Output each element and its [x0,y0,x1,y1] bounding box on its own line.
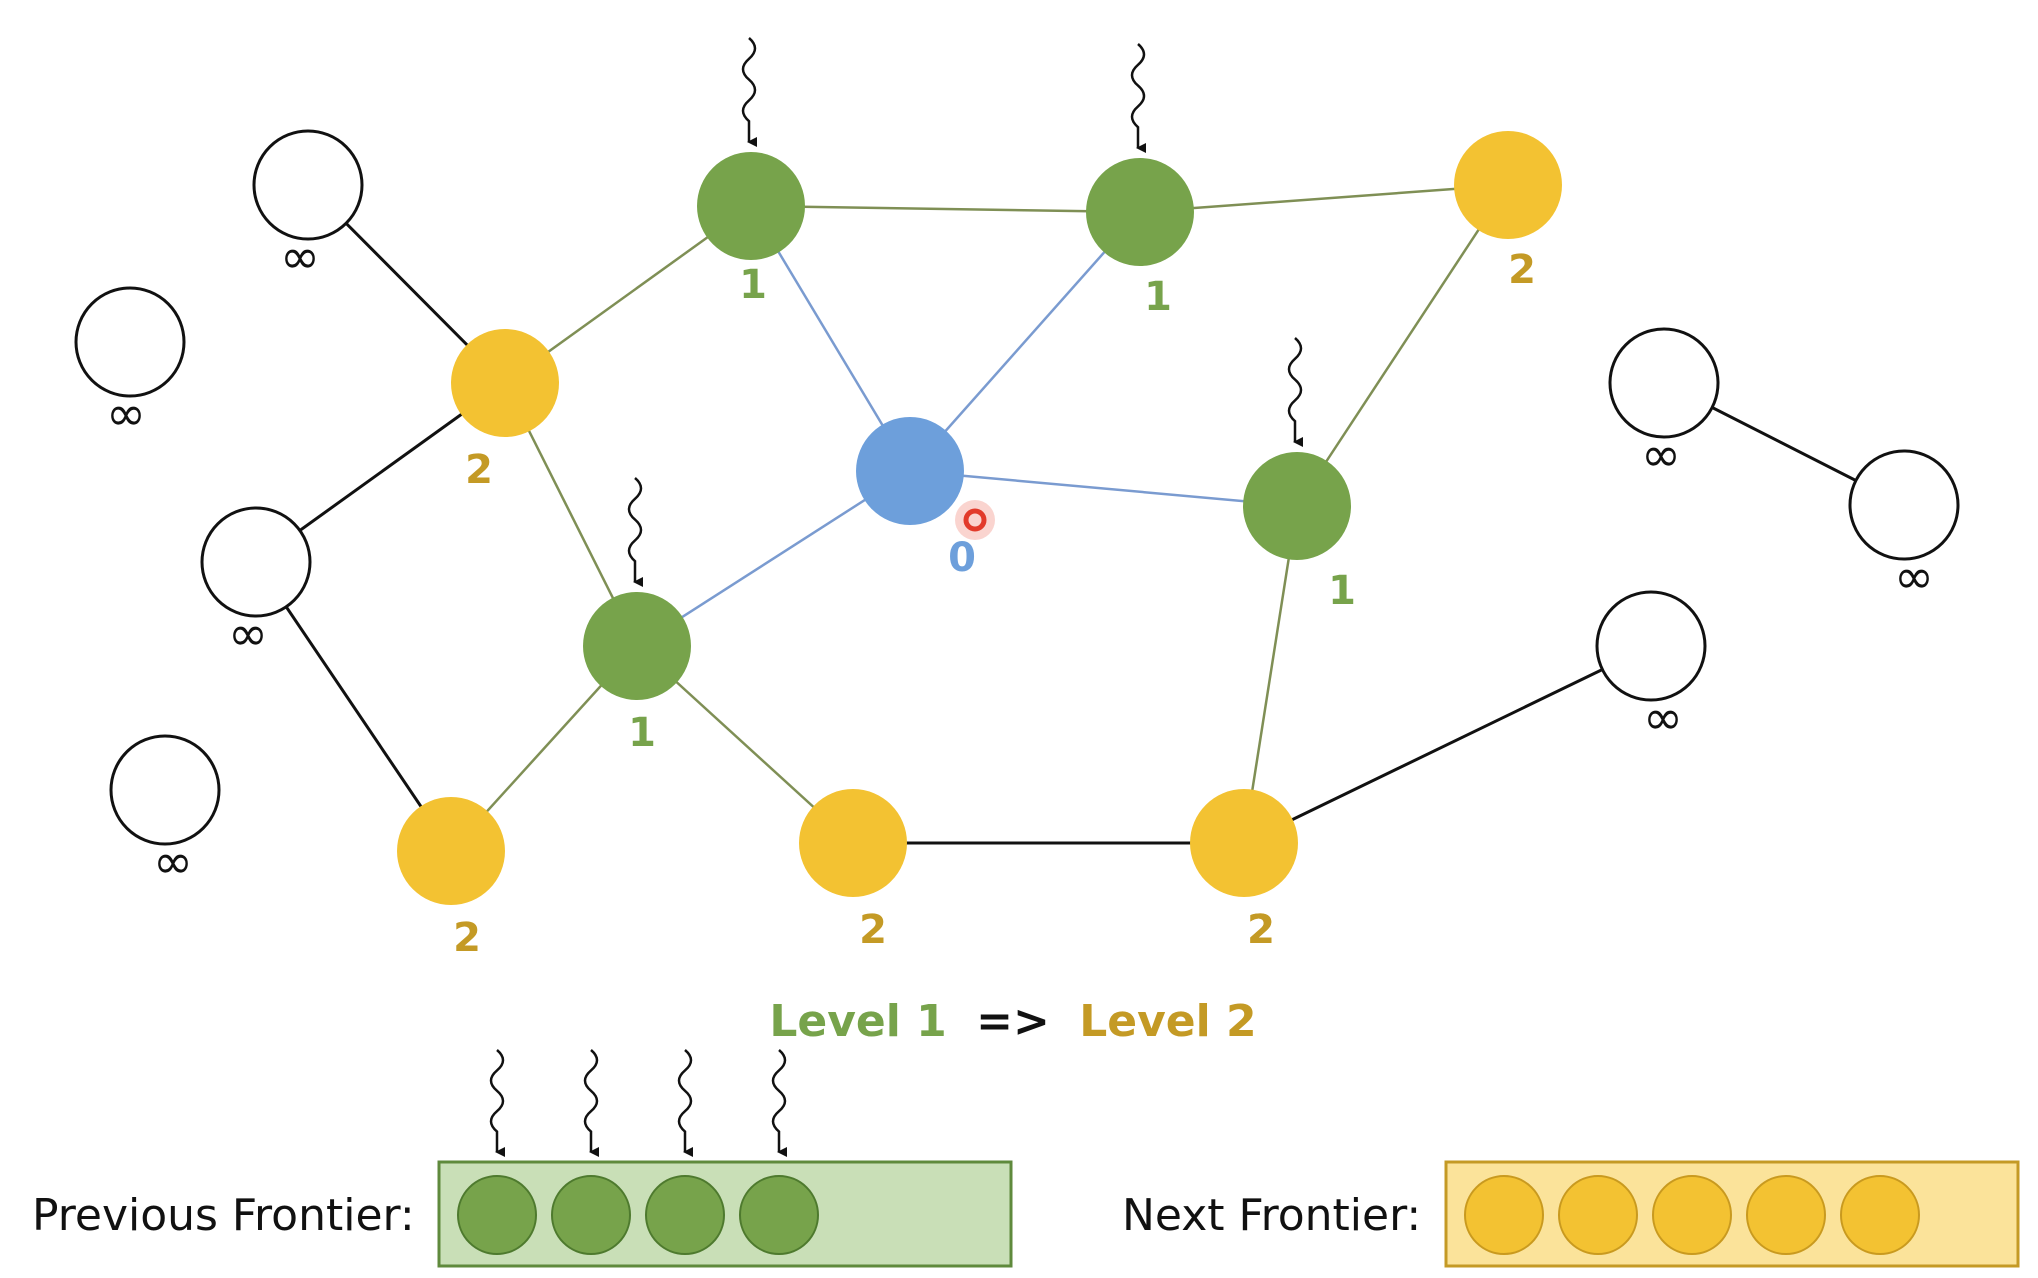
visit-arrow-f [741,37,757,147]
graph-node-e [451,329,559,437]
graph-node-d [109,734,221,846]
edge-m-o [1242,505,1299,844]
node-label-b: ∞ [106,386,146,442]
edge-m-l [909,469,1298,508]
visit-arrow-h [1130,43,1146,153]
visit-arrow-m [1287,337,1303,447]
graph-edges [254,183,1905,852]
legend-level1: Level 1 [769,996,946,1047]
node-label-o: 2 [1247,907,1275,953]
edge-g-m [1295,184,1510,507]
graph-node-a [252,129,364,241]
node-label-l: 0 [948,535,976,581]
graph-node-h [1086,158,1194,266]
previous-frontier-node [551,1175,631,1255]
previous-frontier-label: Previous Frontier: [32,1190,415,1241]
graph-node-c [200,506,312,618]
next-frontier-node [1840,1175,1920,1255]
previous-frontier-box [437,1049,1013,1268]
graph-node-r [1595,590,1707,702]
previous-frontier-node [739,1175,819,1255]
node-label-f: 1 [739,262,767,308]
graph-nodes [74,129,1960,905]
frontier-arrow [583,1049,599,1157]
node-label-p: ∞ [1641,427,1681,483]
next-frontier-node [1652,1175,1732,1255]
edge-j-l [636,469,911,648]
node-label-e: 2 [465,447,493,493]
previous-frontier-container [437,1160,1013,1268]
graph-node-g [1454,131,1562,239]
node-label-k: 2 [859,907,887,953]
node-label-r: ∞ [1643,690,1683,746]
edge-h-g [1139,183,1509,214]
node-label-h: 1 [1144,274,1172,320]
next-frontier-box [1444,1160,2020,1268]
previous-frontier-node [457,1175,537,1255]
next-frontier-node [1558,1175,1638,1255]
graph-node-f [697,152,805,260]
graph-node-b [74,286,186,398]
edge-o-r [1243,644,1652,845]
graph-node-m [1243,452,1351,560]
legend-level2: Level 2 [1079,996,1256,1047]
graph-node-k [799,789,907,897]
node-label-n: 2 [1247,907,1275,953]
next-frontier-node [1464,1175,1544,1255]
legend-arrow: => [976,996,1050,1047]
previous-frontier-node [645,1175,725,1255]
node-label-a: ∞ [280,229,320,285]
edge-c-i [254,561,453,852]
frontier-arrow [771,1049,787,1157]
node-label-m: 1 [1328,568,1356,614]
edge-f-h [750,204,1141,214]
graph-node-i [397,797,505,905]
node-label-d: ∞ [153,834,193,890]
edge-h-l [909,211,1141,472]
node-label-q: ∞ [1894,549,1934,605]
graph-node-q [1848,449,1960,561]
frontier-arrow [677,1049,693,1157]
node-label-c: ∞ [228,606,268,662]
cursor-marker [955,500,995,540]
visit-arrow-j [627,477,643,587]
node-label-g: 2 [1508,247,1536,293]
next-frontier-label: Next Frontier: [1122,1190,1421,1241]
frontier-arrow [489,1049,505,1157]
graph-node-j [583,592,691,700]
next-frontier-node [1746,1175,1826,1255]
node-label-i: 2 [453,915,481,961]
visit-arrows [627,37,1303,587]
node-label-j: 1 [628,710,656,756]
legend: Level 1 => Level 2 [769,996,1256,1047]
graph-node-n [1190,789,1298,897]
graph-node-l [856,417,964,525]
graph-node-p [1608,327,1720,439]
